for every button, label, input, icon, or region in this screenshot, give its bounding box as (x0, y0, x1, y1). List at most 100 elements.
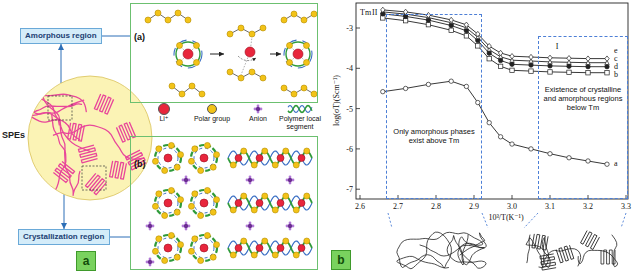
polar-group (227, 69, 233, 75)
data-marker (586, 71, 590, 75)
legend-swatch (207, 104, 217, 114)
ion-motion-arrow (238, 56, 256, 61)
region-label-box: Amorphous region (20, 28, 102, 44)
data-marker (548, 70, 552, 74)
polymer-helix (228, 241, 312, 255)
legend-sample (287, 103, 313, 115)
polymer-helix (228, 241, 312, 255)
anion-center (184, 178, 188, 182)
polar-group (185, 17, 191, 23)
node-text: SPEs (2, 130, 25, 140)
polar-group (304, 148, 310, 154)
polar-group (210, 164, 216, 170)
data-marker (605, 64, 609, 68)
polar-group (162, 168, 168, 174)
polar-group (230, 207, 236, 213)
polymer-segment (284, 40, 312, 68)
polar-group (178, 242, 184, 248)
process-arrow (210, 54, 224, 55)
polymer-chain (35, 114, 66, 201)
polar-group (283, 148, 289, 154)
segment-line (288, 106, 312, 113)
y-tick (356, 148, 360, 149)
tick-label: -5 (346, 105, 353, 114)
crystalline-lamella (85, 173, 106, 194)
tick-label: 2.6 (355, 202, 365, 211)
lithium-ion (164, 154, 172, 162)
data-marker (548, 152, 552, 156)
data-marker (548, 55, 552, 60)
crystalline-lamella (116, 122, 135, 142)
crystalline-lamella (53, 162, 74, 183)
polar-group (162, 213, 168, 219)
polar-group (198, 168, 204, 174)
legend-text: Polymer local segment (276, 115, 324, 131)
polar-group (168, 142, 174, 148)
polymer-helix (155, 145, 181, 171)
polar-group (174, 164, 180, 170)
lithium-ion (200, 244, 208, 252)
polar-group (179, 91, 185, 97)
polar-group (287, 43, 293, 49)
polar-group (283, 193, 289, 199)
data-marker (426, 22, 430, 26)
polar-group (152, 248, 158, 254)
polar-group (249, 31, 255, 37)
series-label: c (614, 54, 618, 63)
crystalline-lamella (94, 94, 113, 114)
polar-group (301, 85, 307, 91)
polar-group (204, 142, 210, 148)
polar-group (238, 25, 244, 31)
polar-group (162, 258, 168, 264)
polar-group (260, 75, 266, 81)
polar-group (192, 236, 198, 242)
legend-sample (158, 103, 170, 115)
polar-group (293, 252, 299, 258)
polar-group (293, 162, 299, 168)
ion-hopping-illustration (145, 10, 317, 97)
polar-group (251, 162, 257, 168)
legend-sample (207, 103, 217, 115)
crystalline-lamella (556, 245, 574, 263)
lithium-ion (298, 200, 305, 207)
curve-annotation: I (556, 42, 559, 51)
tick-label: 2.8 (431, 202, 441, 211)
polymer-segment (286, 42, 310, 66)
data-marker (403, 18, 407, 22)
polymer-helix (155, 190, 181, 216)
data-marker (605, 71, 609, 75)
polar-group (251, 207, 257, 213)
tick-label: 3.3 (621, 202, 631, 211)
data-marker (548, 64, 552, 68)
data-marker (605, 162, 609, 166)
axis-title: 10³/T(K⁻¹) (488, 213, 523, 222)
data-marker (487, 121, 491, 125)
polar-group (210, 209, 216, 215)
connector (61, 44, 62, 83)
polar-group (204, 187, 210, 193)
polar-group (174, 254, 180, 260)
zoom-square (82, 166, 106, 190)
polar-group (198, 213, 204, 219)
spe-outline (26, 74, 154, 202)
data-marker (449, 79, 453, 83)
y-tick (356, 108, 360, 109)
data-marker (586, 64, 590, 68)
tick-label: -4 (346, 64, 353, 73)
polar-group (241, 193, 247, 199)
polar-group (311, 11, 317, 17)
data-marker (464, 84, 468, 88)
tick-label: 3.1 (545, 202, 555, 211)
legend-swatch (158, 103, 170, 115)
curve-annotation: Tm (360, 8, 371, 17)
polar-group (281, 17, 287, 23)
polar-group (214, 152, 220, 158)
annotation-box: Only amorphous phases exist above Tm (386, 14, 482, 199)
data-marker (426, 82, 430, 86)
spe-disc (28, 76, 152, 200)
lithium-ion (298, 245, 305, 252)
anion-center (256, 107, 260, 111)
polymer-helix (191, 145, 217, 171)
polar-group (152, 158, 158, 164)
polar-group (303, 43, 309, 49)
